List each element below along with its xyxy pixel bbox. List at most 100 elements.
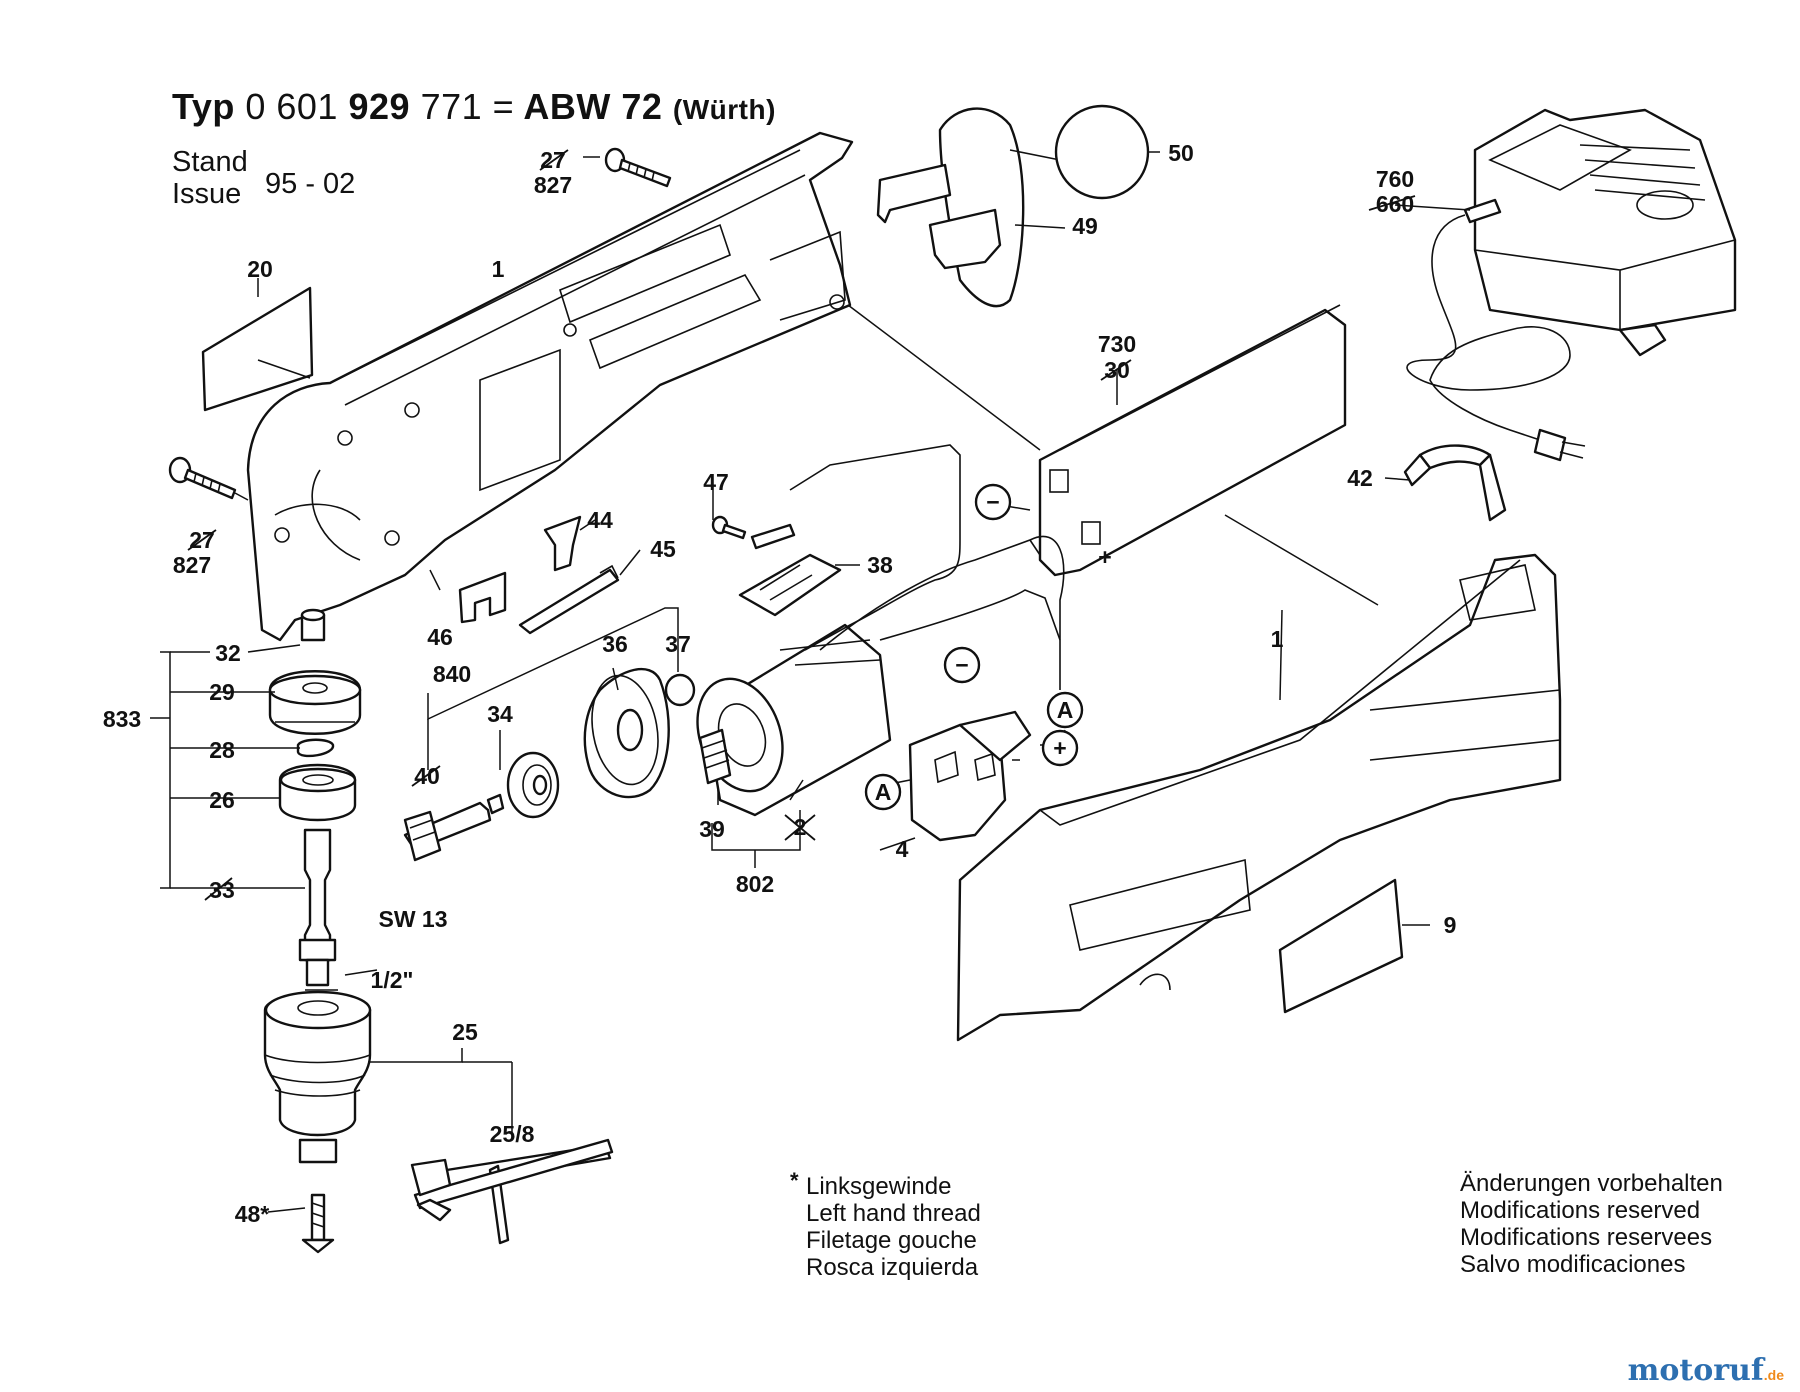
watermark: motoruf.de [1628, 1353, 1784, 1388]
minus-marker-switch [943, 646, 981, 684]
stand-label: Stand [172, 146, 248, 178]
callout-48: 48* [235, 1201, 270, 1227]
callout-660: 660 [1376, 191, 1414, 217]
battery-pack [1038, 304, 1347, 577]
modifications-line-2: Modifications reserved [1460, 1197, 1701, 1224]
minus-marker-battery [974, 483, 1012, 521]
thread-note: * Linksgewinde Left hand thread Filetage… [786, 1168, 981, 1281]
spindle-stack [268, 608, 362, 987]
screw-top [583, 147, 672, 188]
screw-left [168, 456, 249, 501]
callout-37: 37 [665, 631, 691, 657]
callout-46: 46 [427, 624, 453, 650]
title-prefix: Typ [172, 86, 235, 127]
lower-housing-half [956, 553, 1562, 1042]
callout-827-top: 827 [534, 172, 572, 198]
bracket-42 [1384, 444, 1507, 522]
thread-note-line-3: Filetage gouche [806, 1227, 977, 1254]
switch-slider-44 [543, 515, 582, 572]
callout-40: 40 [414, 763, 440, 789]
plus-label-battery: + [1098, 544, 1111, 570]
modifications-line-3: Modifications reservees [1460, 1224, 1713, 1251]
thread-note-line-1: Linksgewinde [806, 1173, 952, 1200]
callout-50: 50 [1168, 140, 1194, 166]
electronic-switch [908, 710, 1032, 842]
callout-760: 760 [1376, 166, 1414, 192]
title-code-c: 771 [420, 86, 483, 127]
callout-33: 33 [209, 877, 235, 903]
connector-a-marker-left [864, 773, 902, 811]
callout-29: 29 [209, 679, 235, 705]
connector-a-label-left: A [875, 779, 892, 805]
motor [696, 623, 892, 817]
callout-45: 45 [650, 536, 676, 562]
callout-20: 20 [247, 256, 273, 282]
callout-32: 32 [215, 640, 241, 666]
thread-note-line-4: Rosca izquierda [806, 1254, 979, 1281]
polarity-markers: − + − + A A [864, 483, 1112, 811]
title-code-b: 929 [348, 86, 411, 127]
assembly-guide-lines [847, 304, 1379, 606]
battery-charger [1394, 108, 1737, 462]
callout-27-left: 27 [189, 527, 215, 553]
round-disc [1054, 104, 1150, 200]
modifications-line-4: Salvo modificaciones [1460, 1251, 1686, 1278]
callout-49: 49 [1072, 213, 1098, 239]
title-variant: (Würth) [672, 94, 776, 125]
issue-date: 95 - 02 [265, 168, 356, 200]
drill-chuck [263, 990, 372, 1164]
title-code-a: 0 601 [245, 86, 338, 127]
callout-half-inch: 1/2" [371, 967, 414, 993]
screw-47 [711, 515, 796, 550]
modifications-note: Änderungen vorbehalten Modifications res… [1460, 1170, 1723, 1278]
callout-4: 4 [896, 836, 909, 862]
contact-plate [738, 553, 842, 617]
callout-30: 30 [1104, 357, 1130, 383]
title-equals: = [492, 86, 515, 127]
callout-840: 840 [433, 661, 471, 687]
bit-45 [518, 564, 620, 635]
chuck-key [410, 1138, 614, 1245]
belt-clip [876, 107, 1066, 308]
connector-a-label-right: A [1057, 697, 1074, 723]
motor-wires [789, 444, 961, 651]
ball-bearing-34 [506, 751, 560, 819]
callout-42: 42 [1347, 465, 1373, 491]
watermark-suffix: .de [1763, 1367, 1784, 1383]
superseded-strikes [187, 149, 1416, 901]
callout-numbers: 1 1 2 4 9 20 25 25/8 26 27 27 28 29 30 3… [103, 140, 1457, 1227]
callout-1-top: 1 [492, 256, 505, 282]
ball-37 [664, 673, 696, 707]
callout-1-right: 1 [1271, 626, 1284, 652]
callout-802: 802 [736, 871, 774, 897]
watermark-text: motoruf [1627, 1353, 1764, 1388]
callout-2: 2 [794, 814, 807, 840]
callout-730: 730 [1098, 331, 1136, 357]
label-plate-20 [201, 278, 314, 412]
clip-46 [458, 571, 507, 624]
connector-a-marker-right [1046, 691, 1084, 729]
callout-28: 28 [209, 737, 235, 763]
callout-833: 833 [103, 706, 141, 732]
plus-label-switch: + [1053, 735, 1066, 761]
callout-27-top: 27 [540, 147, 566, 173]
thread-note-asterisk: * [790, 1168, 799, 1193]
upper-housing-half [246, 131, 854, 642]
callout-9: 9 [1444, 912, 1457, 938]
modifications-line-1: Änderungen vorbehalten [1460, 1170, 1723, 1197]
callout-44: 44 [587, 507, 613, 533]
spur-gear [583, 667, 670, 799]
callout-36: 36 [602, 631, 628, 657]
callout-38: 38 [867, 552, 893, 578]
callout-sw13: SW 13 [378, 906, 447, 932]
pinion-shaft [403, 793, 505, 862]
screw-48 [301, 1193, 335, 1254]
callout-34: 34 [487, 701, 513, 727]
callout-26: 26 [209, 787, 235, 813]
issue-label: Issue [172, 178, 242, 210]
title-model: ABW 72 [523, 86, 663, 127]
callout-47: 47 [703, 469, 729, 495]
minus-label-battery: − [986, 489, 999, 515]
minus-label-switch: − [955, 652, 968, 678]
callout-827-left: 827 [173, 552, 211, 578]
